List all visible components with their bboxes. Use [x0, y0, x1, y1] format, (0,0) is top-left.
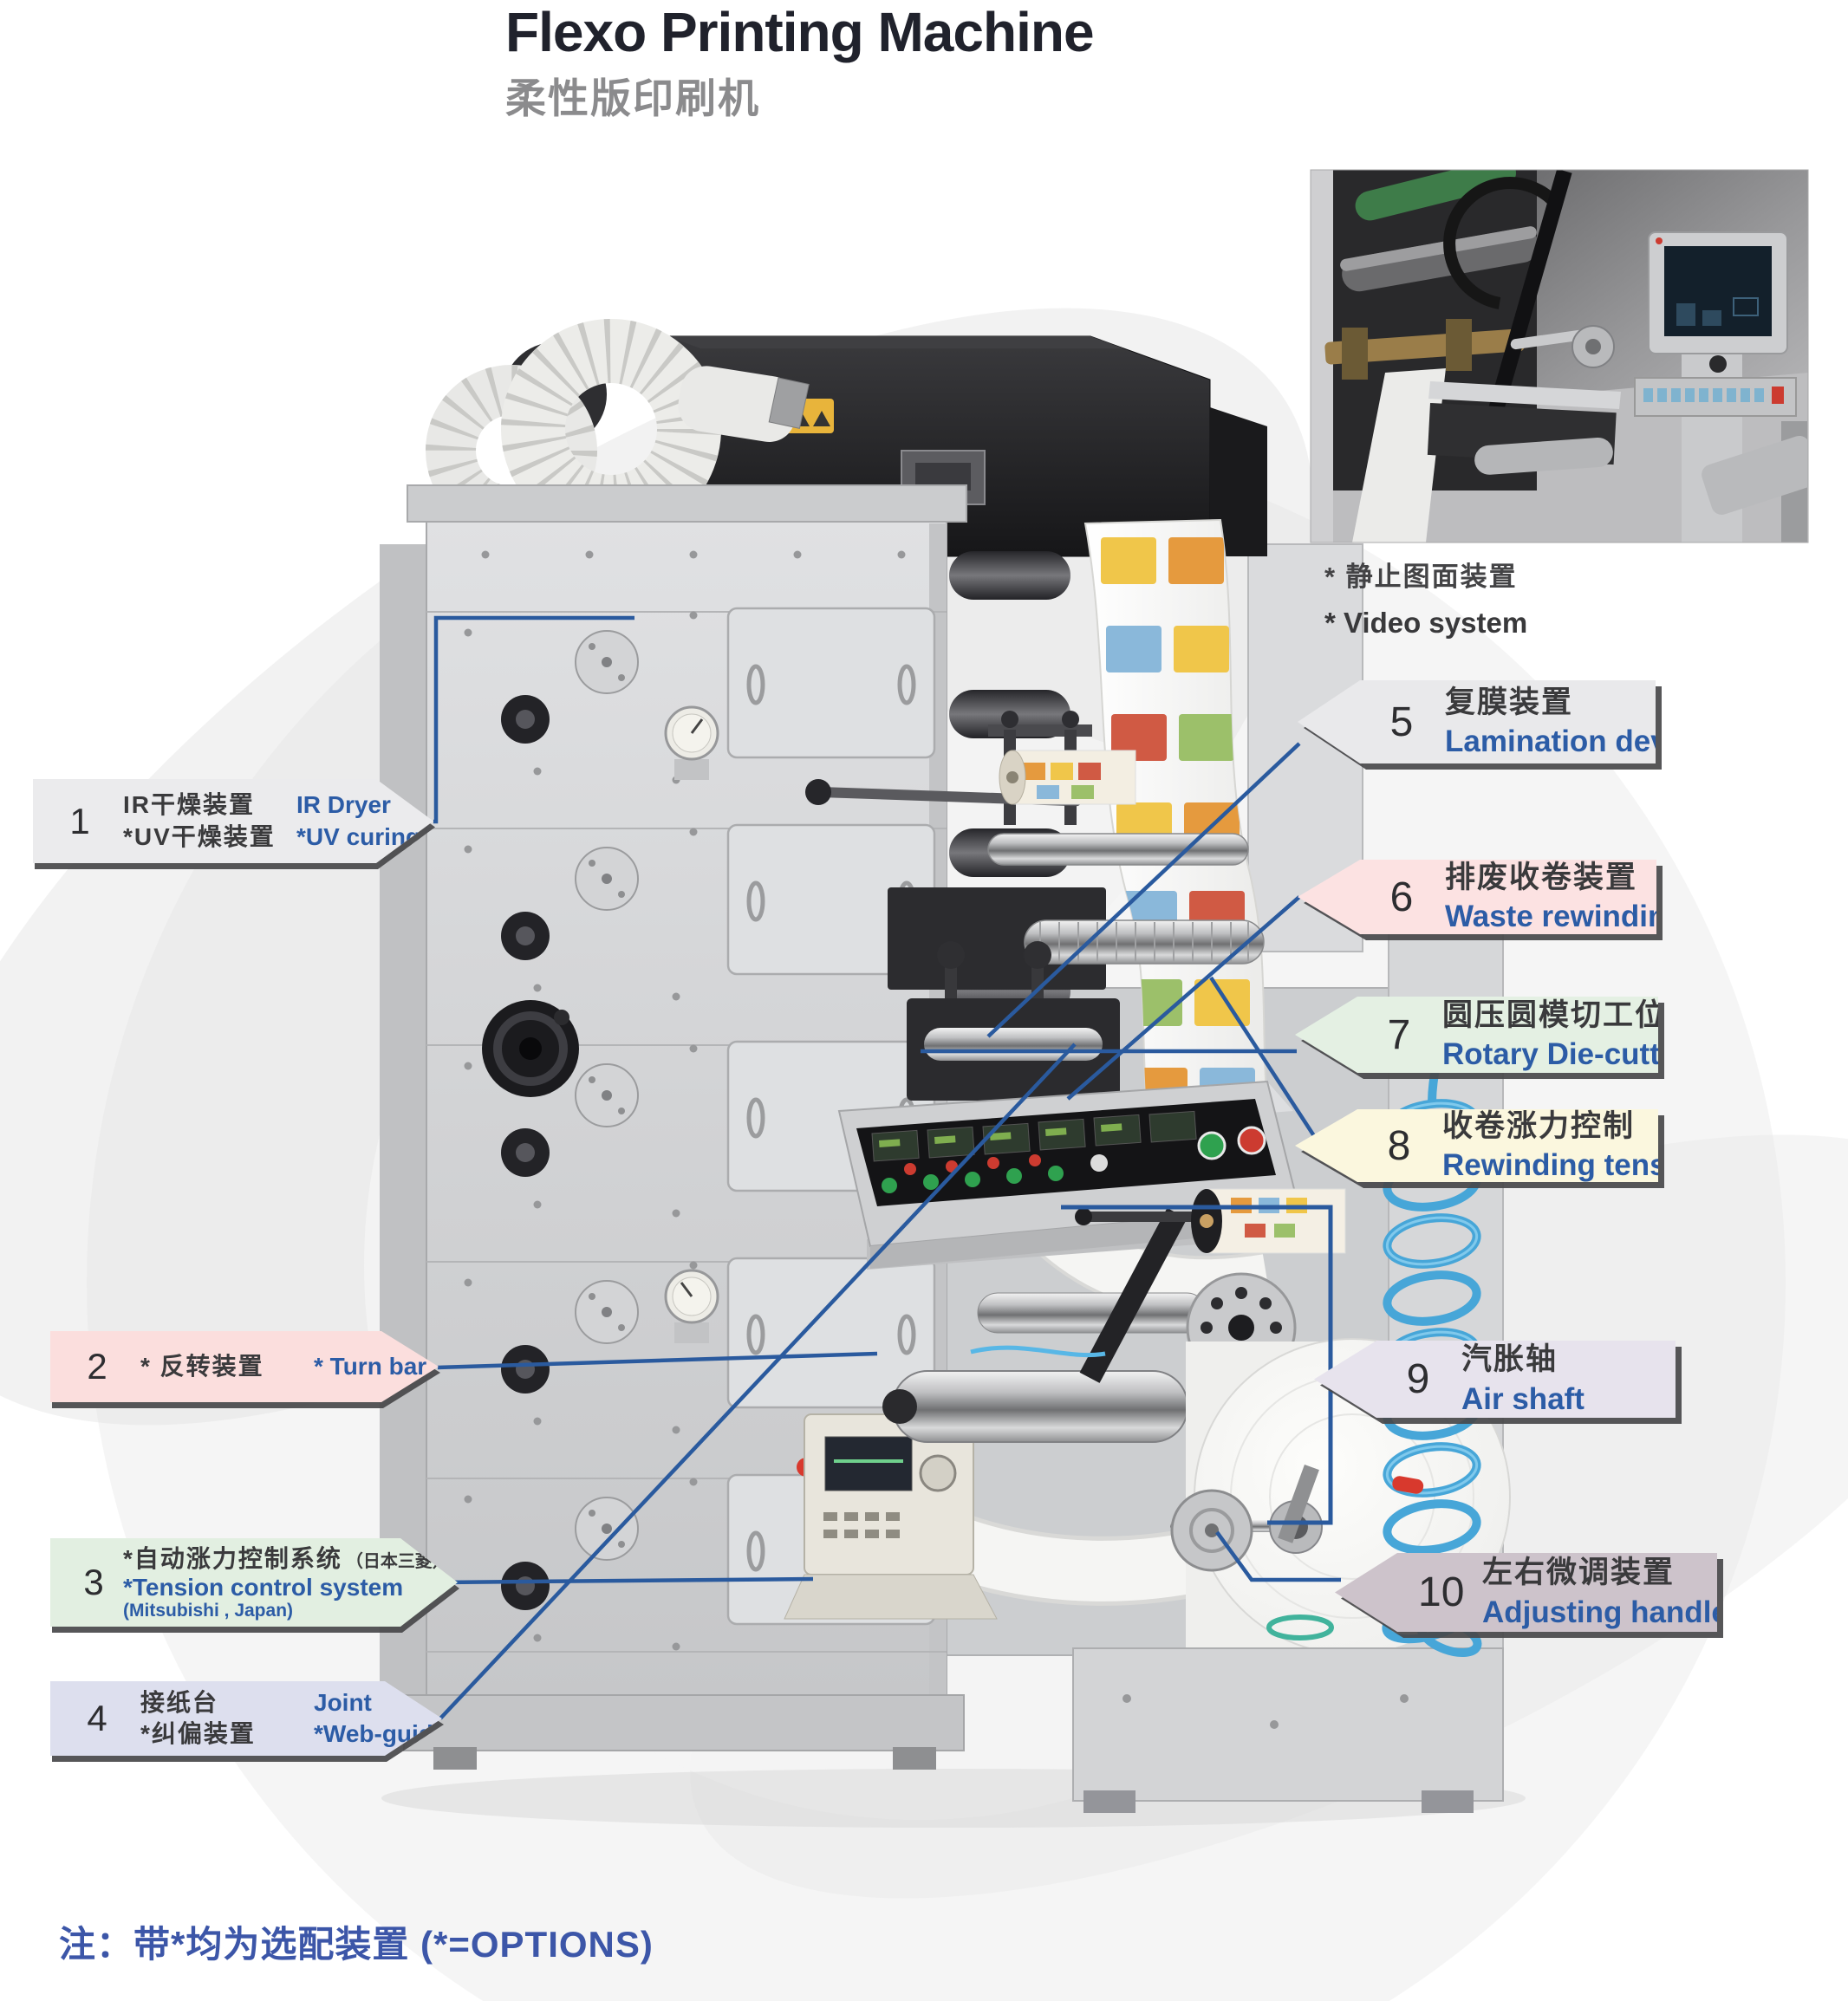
inset-caption-en: * Video system [1324, 607, 1528, 639]
callout-text: IR Dryer [296, 791, 391, 819]
callout-text: Waste rewinding device [1445, 900, 1788, 933]
callout-text: (Mitsubishi , Japan) [123, 1601, 294, 1621]
callout-text: Rotary Die-cutting device [1442, 1037, 1809, 1071]
callout-text: Air shaft [1461, 1381, 1584, 1416]
callout-number: 9 [1406, 1356, 1430, 1402]
callout-text: * Turn bar [314, 1352, 427, 1380]
inset-caption: * 静止图面装置 * Video system [1324, 555, 1527, 640]
callout-text: 排废收卷装置 [1445, 860, 1638, 894]
callout-text: 复膜装置 [1445, 685, 1574, 719]
callout-text: （日本三菱） [345, 1551, 450, 1571]
callout-text: 收卷涨力控制 [1442, 1108, 1636, 1143]
callout-number: 1 [69, 800, 90, 841]
callout-text: 汽胀轴 [1461, 1342, 1558, 1376]
callout-text: 圆压圆模切工位 [1442, 997, 1668, 1032]
callout-number: 8 [1387, 1122, 1411, 1169]
callout-number: 4 [87, 1698, 107, 1738]
tension-controller [784, 1413, 998, 1620]
options-note: 注：带*均为选配装置 (*=OPTIONS) [59, 1924, 654, 1965]
print-tower [380, 484, 967, 1698]
callout-number: 5 [1389, 698, 1414, 745]
callout-air-shaft: 9 汽胀轴 Air shaft [1314, 1341, 1676, 1418]
duct-hose [426, 319, 810, 539]
callout-number: 6 [1389, 874, 1414, 920]
callout-text: *Tension control system [123, 1573, 404, 1601]
callout-text: 左右微调装置 [1482, 1556, 1676, 1589]
callout-text: Rewinding tension control [1442, 1148, 1824, 1182]
page-subtitle: 柔性版印刷机 [505, 75, 760, 122]
callout-text: Joint [314, 1688, 372, 1716]
callout-text: * 反转装置 [140, 1352, 264, 1380]
callout-text: IR干燥装置 [123, 791, 256, 819]
pressure-gauge [664, 1269, 719, 1343]
callout-text: Lamination device [1445, 724, 1710, 758]
callout-number: 3 [83, 1562, 104, 1602]
title-block: Flexo Printing Machine 柔性版印刷机 [505, 1, 1095, 125]
page-title: Flexo Printing Machine [505, 1, 1095, 63]
callout-tension-control: 3 *自动涨力控制系统（日本三菱）*Tension control system(… [50, 1538, 458, 1627]
lamination-unit [805, 711, 1265, 990]
callout-number: 7 [1387, 1011, 1411, 1058]
callout-text: *UV干燥装置 [123, 822, 276, 850]
callout-text: *自动涨力控制系统 [123, 1544, 342, 1572]
callout-number: 2 [87, 1346, 107, 1387]
callout-connectors [433, 615, 1341, 1720]
callout-text: *纠偏装置 [140, 1720, 256, 1747]
inset-caption-zh: * 静止图面装置 [1324, 562, 1518, 592]
machine-base [403, 1647, 1504, 1813]
callout-number: 10 [1418, 1569, 1465, 1615]
handwheel [482, 1000, 579, 1097]
callout-text: Adjusting handle for left/ringht [1482, 1595, 1848, 1629]
pressure-gauge [664, 705, 719, 780]
inset-photo [1310, 169, 1809, 543]
callout-text: 接纸台 [140, 1688, 219, 1716]
callout-turn-bar: 2 * 反转装置 * Turn bar [50, 1331, 439, 1402]
